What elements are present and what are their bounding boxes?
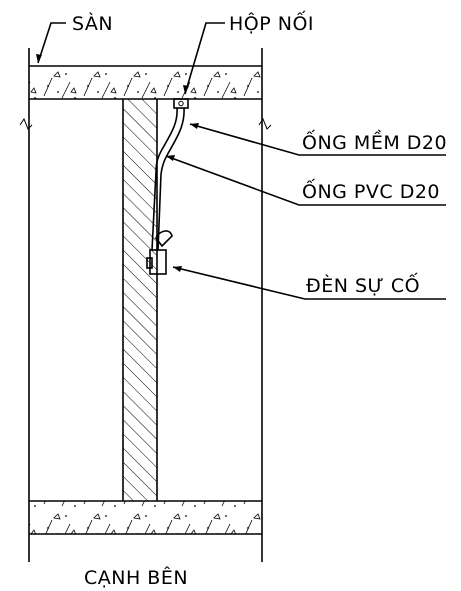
break-mark-left bbox=[19, 117, 33, 130]
bottom-slab bbox=[29, 500, 262, 535]
label-den-su-co: ĐÈN SỰ CỐ bbox=[306, 271, 420, 297]
junction-box bbox=[173, 98, 189, 109]
leader-den-su-co bbox=[172, 266, 446, 300]
pvc-conduit bbox=[151, 171, 157, 251]
label-hop-noi: HỘP NỐI bbox=[229, 9, 314, 35]
junction-box-screw bbox=[178, 100, 184, 107]
flexible-conduit bbox=[155, 107, 178, 173]
leader-hop-noi bbox=[184, 22, 225, 95]
emergency-light-icon bbox=[146, 230, 173, 275]
break-mark-right bbox=[258, 117, 272, 130]
leader-san bbox=[37, 22, 66, 64]
leader-ong-mem bbox=[189, 123, 446, 156]
label-san: SÀN bbox=[72, 12, 113, 35]
top-slab bbox=[29, 65, 262, 100]
caption-canh-ben: CẠNH BÊN bbox=[84, 566, 188, 589]
label-ong-pvc: ỐNG PVC D20 bbox=[302, 177, 440, 203]
leader-ong-pvc bbox=[165, 155, 446, 206]
label-ong-mem: ỐNG MỀM D20 bbox=[302, 128, 447, 154]
hatched-wall bbox=[122, 99, 158, 501]
